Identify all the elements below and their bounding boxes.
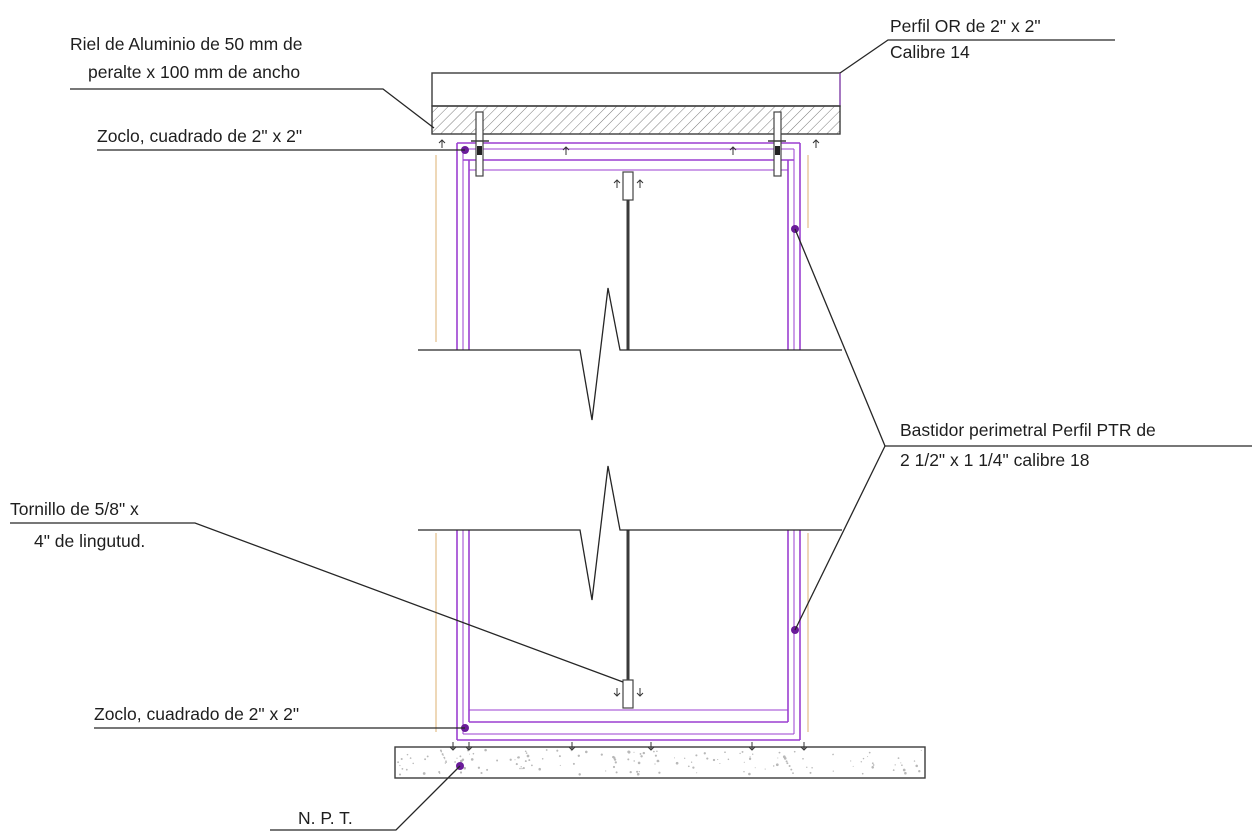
leader-lines bbox=[10, 39, 1252, 831]
perfil-or-profile bbox=[431, 72, 841, 107]
label-bastidor-1: Bastidor perimetral Perfil PTR de bbox=[900, 420, 1156, 440]
perimeter-frame-bottom bbox=[456, 530, 801, 741]
label-perfil-or-2: Calibre 14 bbox=[890, 42, 970, 62]
label-riel-2: peralte x 100 mm de ancho bbox=[88, 62, 300, 82]
label-tornillo-1: Tornillo de 5/8" x bbox=[10, 499, 139, 519]
aluminum-rail bbox=[431, 105, 841, 135]
floor-slab bbox=[394, 746, 926, 779]
jamb-lines bbox=[435, 155, 809, 732]
label-zoclo-bottom: Zoclo, cuadrado de 2" x 2" bbox=[94, 704, 299, 724]
concrete-texture bbox=[397, 748, 922, 776]
annotation-labels: Perfil OR de 2" x 2" Calibre 14 Riel de … bbox=[10, 16, 1156, 828]
label-tornillo-2: 4" de lingutud. bbox=[34, 531, 145, 551]
perimeter-frame-top bbox=[456, 142, 801, 350]
label-zoclo-top: Zoclo, cuadrado de 2" x 2" bbox=[97, 126, 302, 146]
label-npt: N. P. T. bbox=[298, 808, 353, 828]
label-bastidor-2: 2 1/2" x 1 1/4" calibre 18 bbox=[900, 450, 1089, 470]
label-riel-1: Riel de Aluminio de 50 mm de bbox=[70, 34, 302, 54]
break-lines bbox=[418, 287, 842, 601]
label-perfil-or-1: Perfil OR de 2" x 2" bbox=[890, 16, 1041, 36]
ceiling-anchor-bolts bbox=[471, 111, 786, 177]
threaded-rod bbox=[622, 171, 634, 709]
anchor-arrows bbox=[438, 139, 820, 751]
